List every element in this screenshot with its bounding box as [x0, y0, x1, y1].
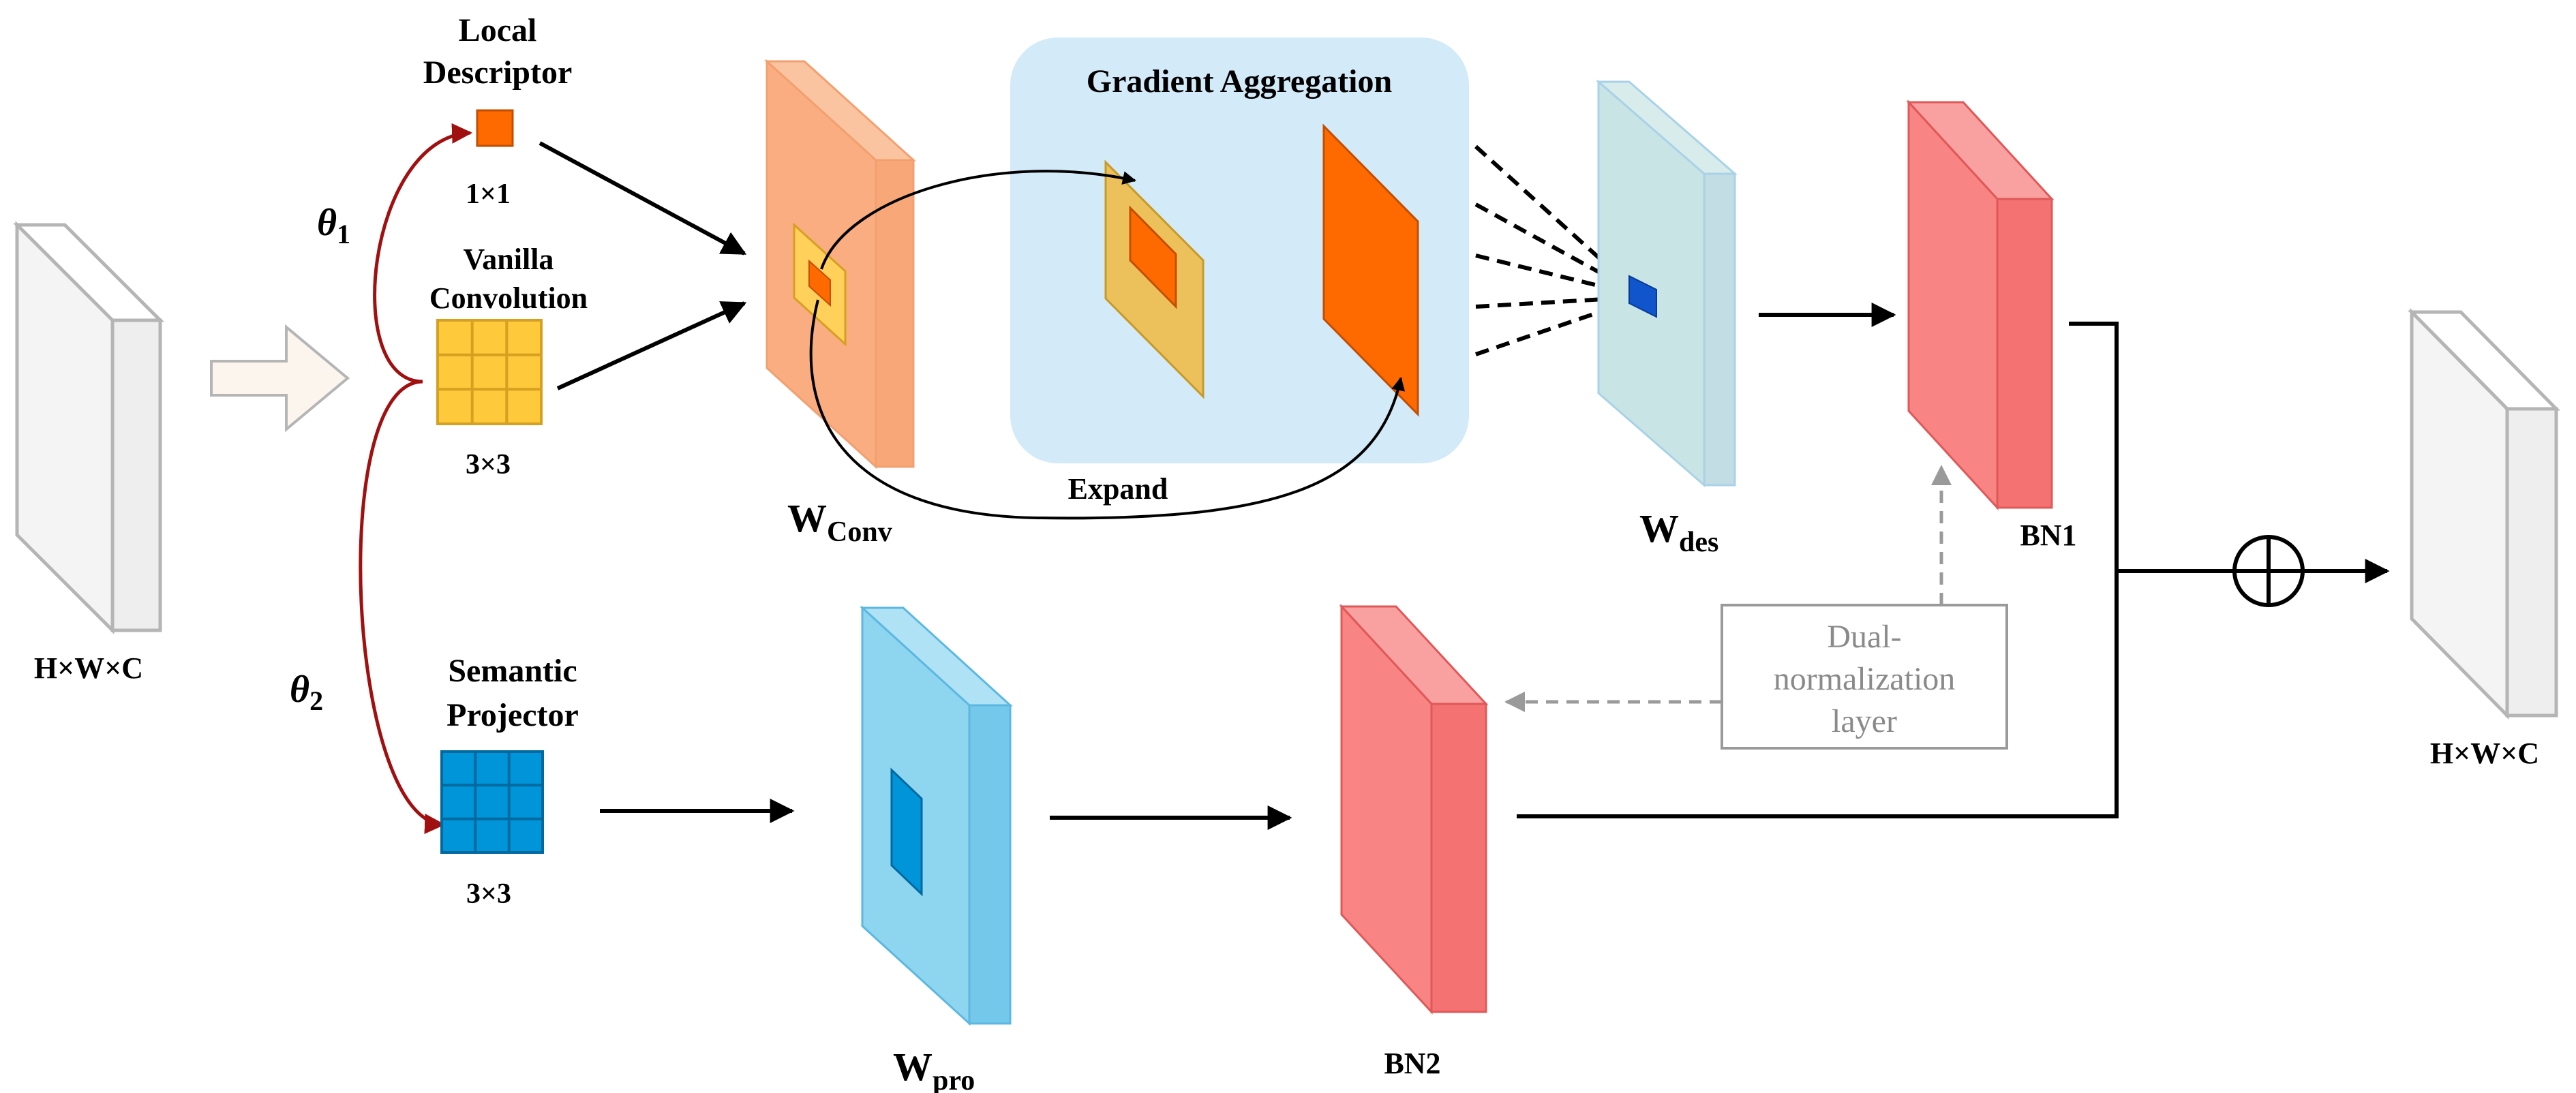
vanilla-conv-title-line1: Vanilla: [464, 243, 554, 276]
local-descriptor-arrow: [539, 141, 747, 256]
gradient-aggregation-title: Gradient Aggregation: [1087, 63, 1392, 99]
input-arrow-icon: [210, 324, 350, 433]
expanded-kernel: [1322, 123, 1419, 417]
vanilla-conv-size: 3×3: [466, 449, 511, 480]
theta-branch-arrows: [359, 123, 472, 834]
w-conv-block: [764, 59, 916, 469]
merge-lines: [1517, 322, 2234, 818]
aggregated-gradient-kernel: [1104, 159, 1204, 399]
semantic-projector-title-line1: Semantic: [448, 653, 577, 689]
bn1-block: [1906, 99, 2055, 510]
dual-norm-box: [1721, 604, 2008, 750]
w-conv-label: WConv: [787, 496, 892, 548]
dual-norm-line2: normalization: [1774, 661, 1956, 697]
output-feature-block: [2408, 307, 2560, 720]
local-descriptor-title-line1: Local: [459, 12, 537, 48]
input-shape-label: H×W×C: [34, 651, 143, 685]
input-feature-block: [12, 220, 165, 635]
semantic-projector-title-line2: Projector: [446, 697, 579, 733]
gradient-aggregation-panel: [1010, 37, 1469, 463]
local-descriptor-size: 1×1: [466, 179, 511, 210]
vanilla-conv-title-line2: Convolution: [429, 281, 588, 315]
bn2-label: BN2: [1384, 1047, 1440, 1080]
theta2-label: θ2: [290, 668, 323, 716]
sum-operator-icon: [2232, 535, 2305, 607]
w-des-label: Wdes: [1639, 506, 1718, 558]
bn2-block: [1339, 604, 1489, 1015]
vanilla-conv-kernel: [436, 319, 543, 425]
vanilla-conv-arrow: [556, 301, 747, 390]
semantic-projector-size: 3×3: [466, 878, 511, 910]
local-descriptor-kernel: [476, 109, 514, 147]
output-shape-label: H×W×C: [2430, 737, 2539, 770]
local-descriptor-title-line2: Descriptor: [423, 55, 573, 91]
w-des-block: [1595, 79, 1738, 488]
dual-norm-arrows: [1504, 465, 1952, 712]
semantic-projector-kernel: [440, 750, 544, 854]
dual-norm-line1: Dual-: [1827, 619, 1901, 655]
expand-arrows: [809, 170, 1406, 520]
theta1-label: θ1: [317, 202, 350, 249]
w-pro-label: Wpro: [893, 1045, 975, 1093]
dual-norm-line3: layer: [1832, 703, 1897, 739]
w-pro-block: [860, 605, 1013, 1026]
expand-label: Expand: [1068, 472, 1168, 506]
bn1-label: BN1: [2020, 519, 2076, 552]
